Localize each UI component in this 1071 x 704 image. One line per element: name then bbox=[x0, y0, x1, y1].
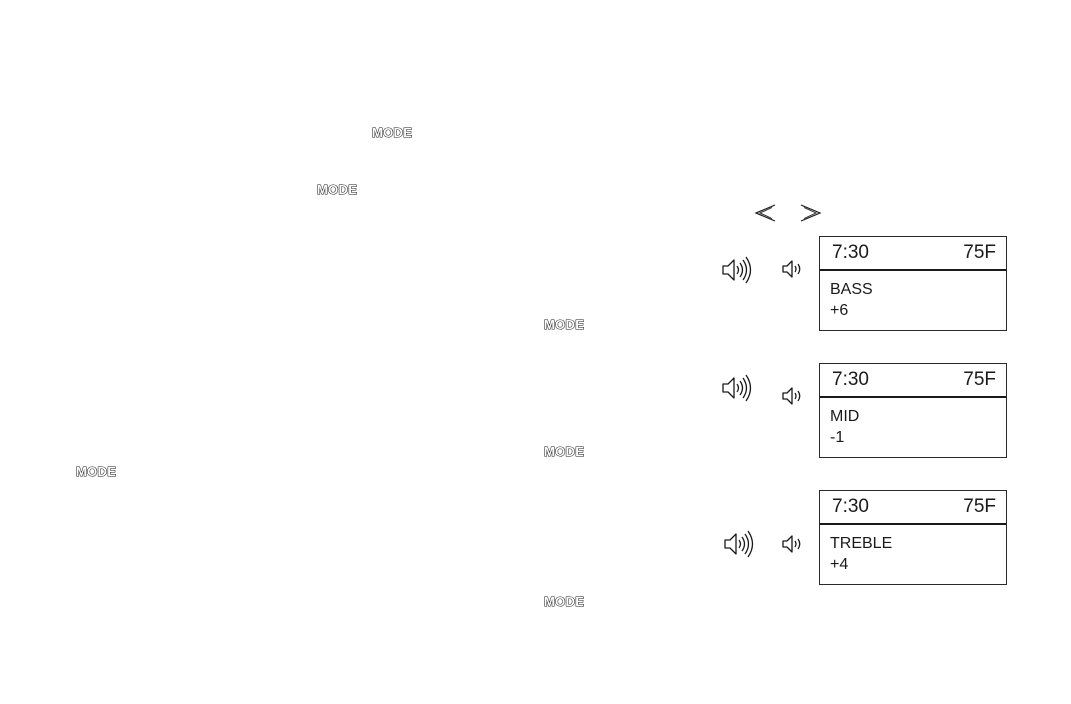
speaker-loud-icon bbox=[722, 256, 752, 284]
speaker-loud-icon bbox=[724, 530, 754, 558]
setting-value: +4 bbox=[830, 556, 849, 573]
clock-time: 7:30 bbox=[832, 369, 869, 390]
setting-value: +6 bbox=[830, 302, 849, 319]
clock-time: 7:30 bbox=[832, 496, 869, 517]
temperature: 75F bbox=[963, 242, 996, 263]
mode-label: MODE bbox=[543, 443, 585, 459]
temperature: 75F bbox=[963, 369, 996, 390]
speaker-quiet-icon bbox=[782, 260, 801, 278]
lcd-display-mid: 7:30 75F MID -1 bbox=[819, 363, 1007, 458]
speaker-loud-icon bbox=[722, 374, 752, 402]
setting-label: MID bbox=[830, 408, 860, 425]
speaker-quiet-icon bbox=[782, 535, 801, 553]
lcd-display-bass: 7:30 75F BASS +6 bbox=[819, 236, 1007, 331]
setting-value: -1 bbox=[830, 429, 845, 446]
temperature: 75F bbox=[963, 496, 996, 517]
divider bbox=[820, 396, 1006, 398]
clock-time: 7:30 bbox=[832, 242, 869, 263]
mode-label: MODE bbox=[371, 124, 413, 140]
setting-label: TREBLE bbox=[830, 535, 893, 552]
chevron-right-icon bbox=[800, 204, 822, 222]
mode-label: MODE bbox=[543, 593, 585, 609]
mode-label: MODE bbox=[75, 463, 117, 479]
divider bbox=[820, 523, 1006, 525]
mode-label: MODE bbox=[543, 316, 585, 332]
chevron-left-icon bbox=[754, 204, 776, 222]
divider bbox=[820, 269, 1006, 271]
lcd-display-treble: 7:30 75F TREBLE +4 bbox=[819, 490, 1007, 585]
mode-label: MODE bbox=[316, 181, 358, 197]
speaker-quiet-icon bbox=[782, 387, 801, 405]
setting-label: BASS bbox=[830, 281, 873, 298]
